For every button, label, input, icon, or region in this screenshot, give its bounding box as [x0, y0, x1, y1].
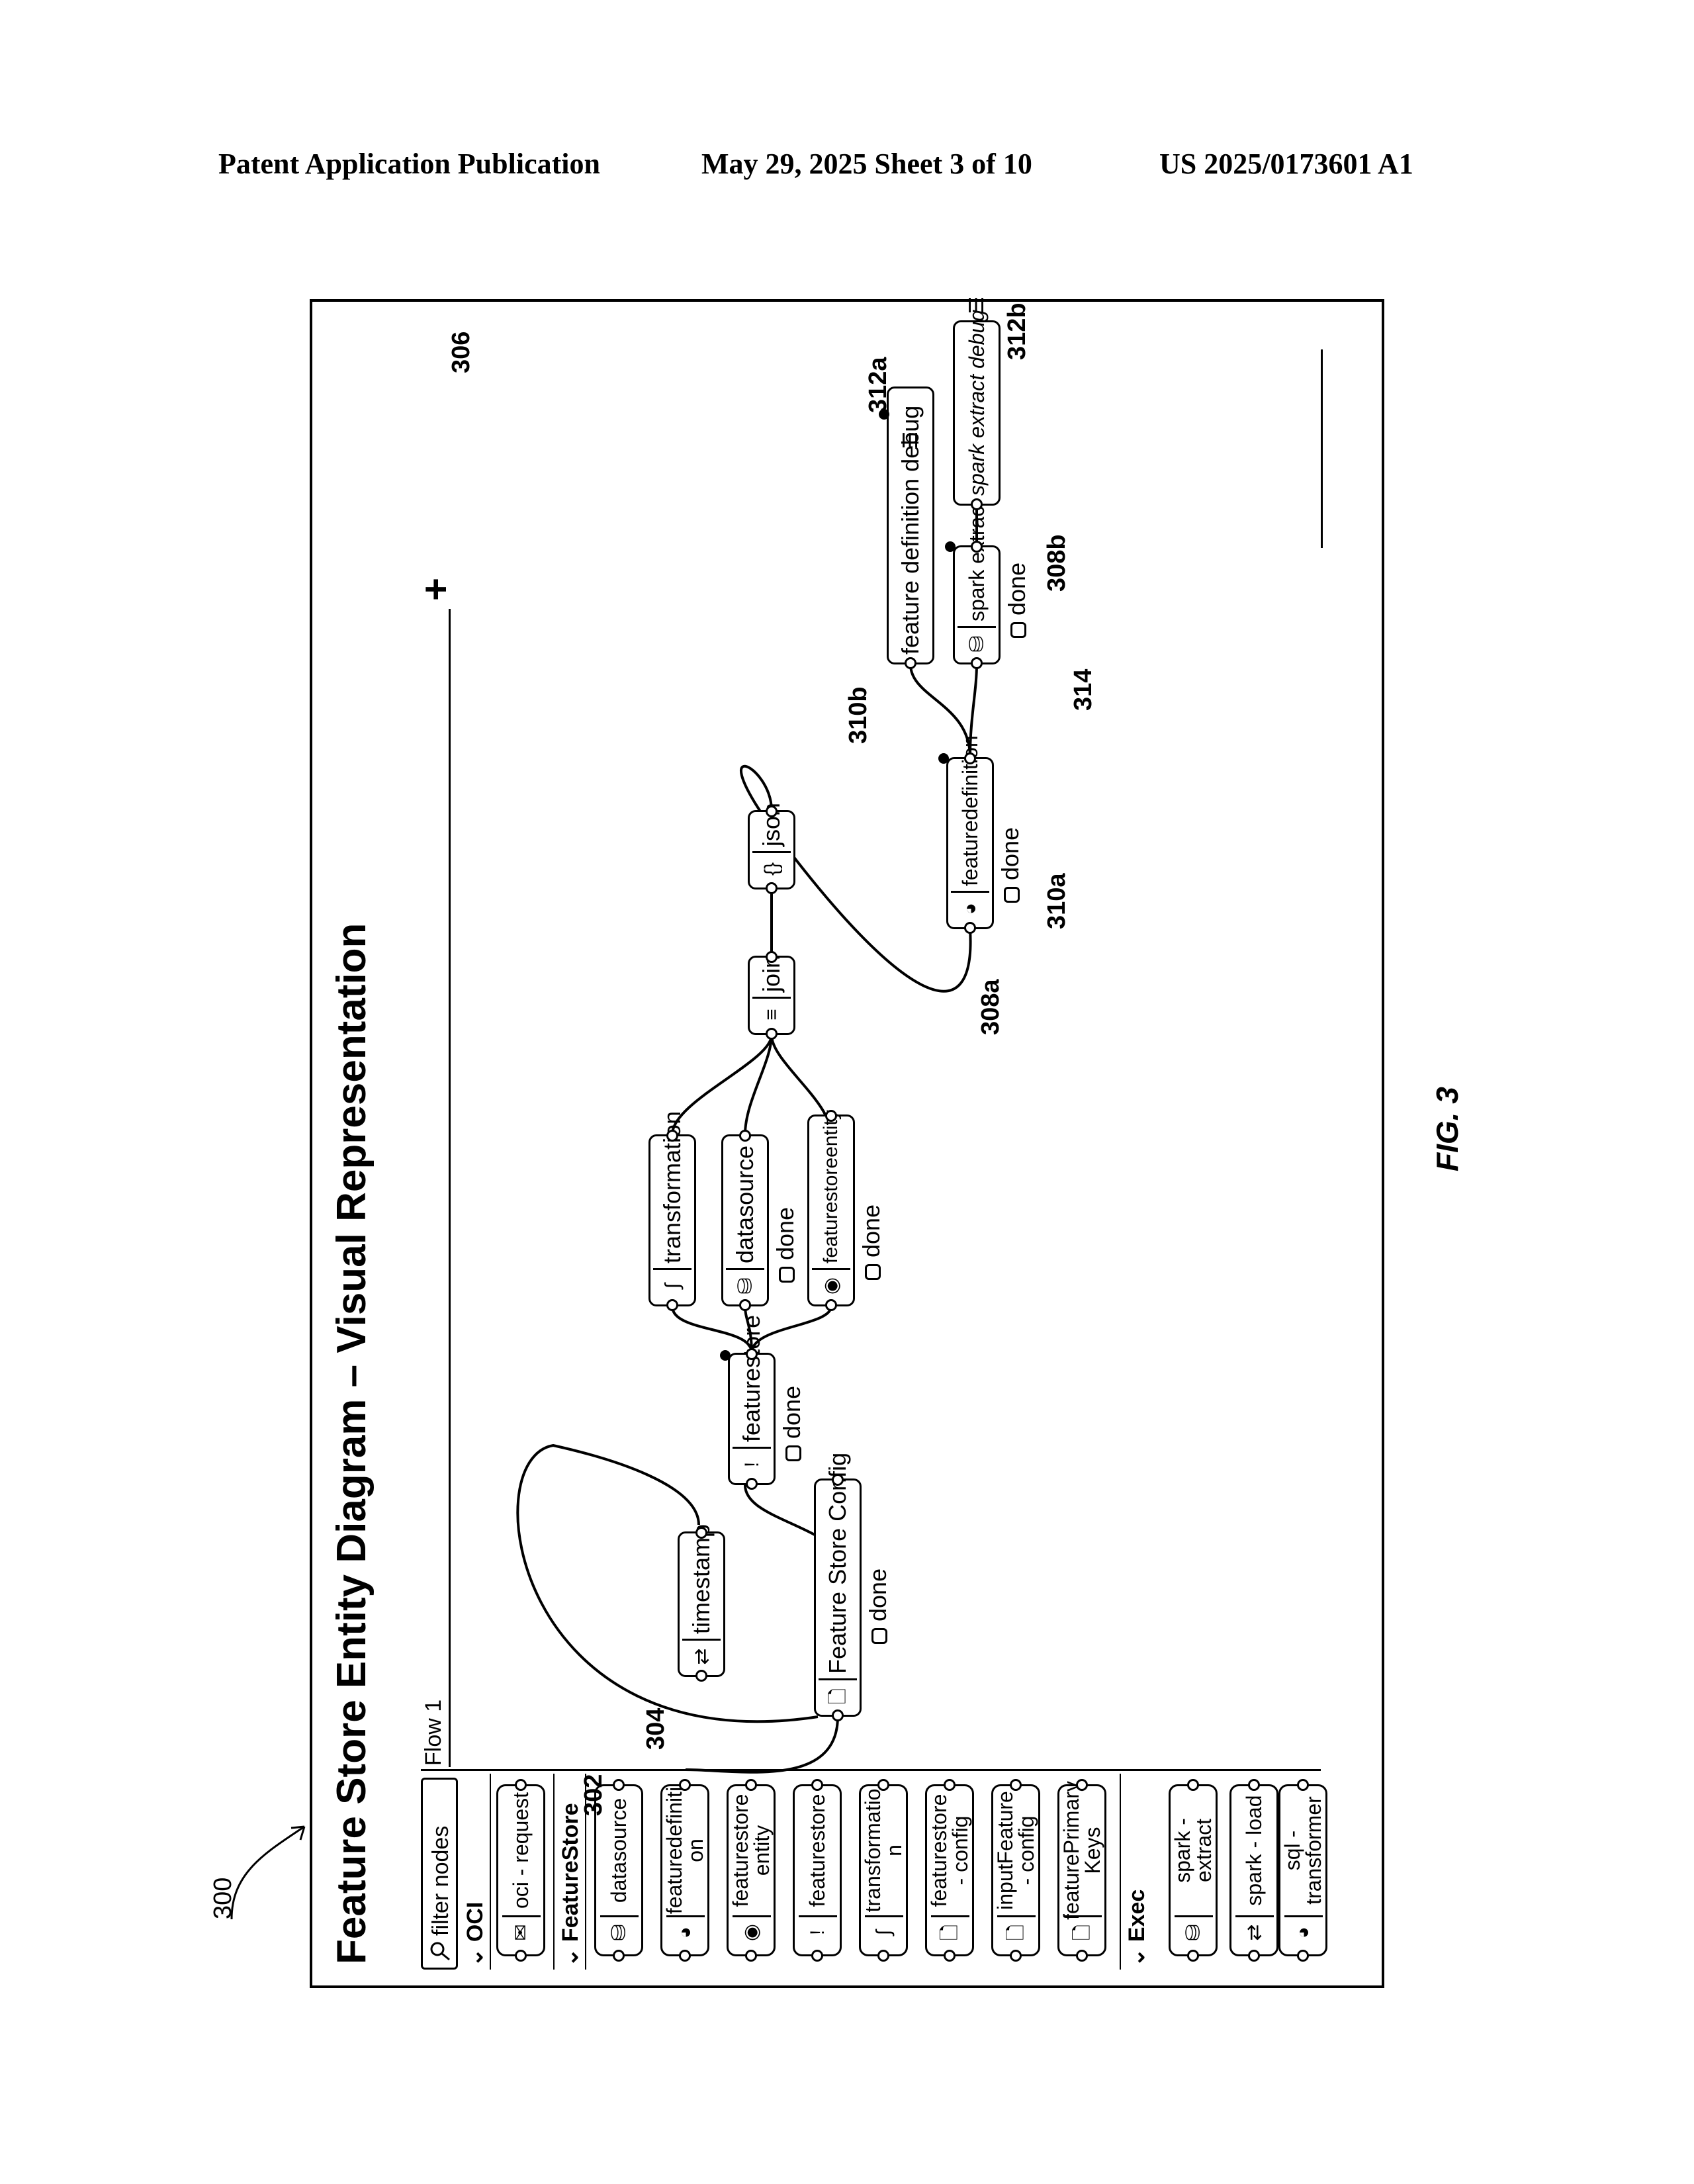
ref-310b: 310b: [844, 686, 872, 744]
list-icon: ☰: [966, 296, 988, 314]
status-fs-entity: done: [858, 1205, 885, 1280]
node-spark-extract[interactable]: ⛁ spark extract: [953, 500, 1001, 669]
filter-nodes-input[interactable]: filter nodes: [421, 1778, 458, 1970]
node-featuredefinition[interactable]: ◕ featuredefinition: [946, 735, 994, 934]
ref-312b: 312b: [1003, 302, 1031, 360]
node-transformation[interactable]: ∫ transformation: [648, 1111, 696, 1311]
exclamation-icon: !: [741, 1461, 763, 1468]
list-icon: ☰: [900, 431, 922, 449]
node-datasource[interactable]: ⛁ datasource: [721, 1130, 769, 1311]
flow-wires: [516, 506, 978, 1774]
search-icon: [430, 1942, 450, 1961]
ref-310a: 310a: [1043, 873, 1071, 929]
ref-314: 314: [1069, 668, 1097, 711]
status-fs-config: done: [864, 1569, 892, 1644]
database-icon: ⛁: [966, 635, 988, 653]
database-icon: ⛁: [735, 1277, 756, 1295]
flow-editor-ui: Feature Store Entity Diagram – Visual Re…: [315, 296, 1379, 1988]
node-spark-extract-debug[interactable]: spark extract debug ☰: [953, 296, 1001, 510]
ref-302: 302: [580, 1774, 607, 1816]
join-icon: ≡: [761, 1009, 783, 1021]
diagram-frame: Feature Store Entity Diagram – Visual Re…: [310, 296, 1384, 1988]
node-featurestoreentity[interactable]: ◉ featurestoreentity: [807, 1110, 855, 1311]
node-palette: filter nodes ⌄ OCI ✉ oci - request ⌄ Fea…: [421, 1769, 1327, 1970]
status-spark-extract: done: [1003, 563, 1031, 638]
pie-chart-icon: ◕: [959, 902, 981, 915]
node-json[interactable]: {} json: [748, 803, 795, 894]
node-timestamp[interactable]: ⇄ timestamp: [678, 1524, 725, 1682]
header-right: US 2025/0173601 A1: [1159, 148, 1413, 180]
function-icon: ∫: [662, 1283, 684, 1289]
ref-312a: 312a: [864, 357, 892, 413]
status-datasource: done: [772, 1207, 799, 1283]
shuffle-icon: ⇄: [691, 1648, 713, 1665]
ref-300-leader: [230, 1825, 306, 1920]
status-featuredefinition: done: [997, 827, 1024, 903]
braces-icon: {}: [761, 862, 783, 876]
node-feature-definition-debug[interactable]: feature definition debug ☰: [887, 387, 934, 669]
signal-icon: ◉: [821, 1277, 842, 1295]
header-center: May 29, 2025 Sheet 3 of 10: [701, 148, 1032, 180]
ref-308a: 308a: [977, 979, 1004, 1035]
status-featurestore: done: [778, 1386, 806, 1461]
ref-308b: 308b: [1043, 534, 1071, 592]
file-icon: 🗋: [827, 1688, 849, 1705]
node-join[interactable]: ≡ join: [748, 951, 795, 1040]
ref-306: 306: [447, 331, 475, 373]
figure-label: FIG. 3: [1430, 1087, 1464, 1171]
header-left: Patent Application Publication: [218, 148, 600, 180]
node-featurestore[interactable]: ! featurestore: [728, 1315, 776, 1490]
ref-304: 304: [642, 1707, 670, 1750]
node-feature-store-config[interactable]: 🗋 Feature Store Config: [814, 1453, 862, 1721]
